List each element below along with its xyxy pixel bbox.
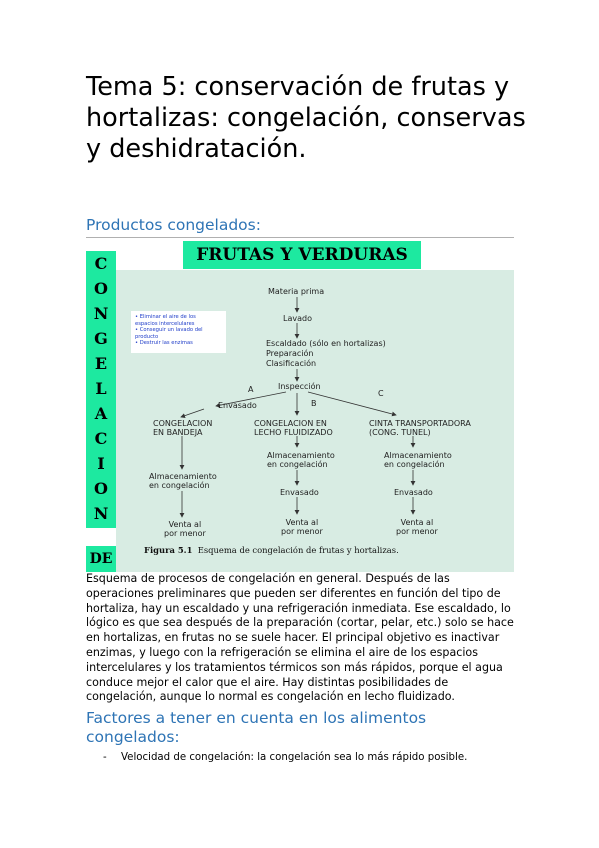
note-line: producto	[135, 333, 159, 340]
node-line: (CONG. TUNEL)	[369, 428, 431, 437]
node-line: Almacenamiento	[384, 451, 452, 460]
node-line: en congelación	[267, 460, 328, 469]
node-envasado-c: Envasado	[394, 488, 433, 497]
bullet-marker: -	[103, 752, 107, 763]
node-congelacion-lecho: CONGELACION EN LECHO FLUIDIZADO	[254, 419, 333, 437]
node-line: en congelación	[384, 460, 445, 469]
node-line: EN BANDEJA	[153, 428, 203, 437]
vertical-letter-band: C O N G E L A C I O N	[86, 251, 116, 528]
branch-label-b: B	[311, 399, 317, 408]
node-materia-prima: Materia prima	[268, 287, 325, 296]
node-line: Venta al	[168, 520, 202, 529]
node-cinta-transportadora: CINTA TRANSPORTADORA (CONG. TUNEL)	[369, 419, 471, 437]
branch-label-a: A	[248, 385, 254, 394]
node-almacenamiento-b: Almacenamiento en congelación	[267, 451, 335, 469]
factors-list: - Velocidad de congelación: la congelació…	[103, 751, 467, 764]
de-label: DE	[86, 546, 116, 572]
node-line: CONGELACION	[153, 419, 213, 428]
node-line: Almacenamiento	[149, 472, 217, 481]
objectives-note: • Eliminar el aire de los espacios inter…	[131, 311, 226, 353]
vertical-letter: G	[94, 329, 108, 348]
node-inspeccion: Inspección	[278, 382, 321, 391]
node-lavado: Lavado	[283, 314, 312, 323]
node-almacenamiento-a: Almacenamiento en congelación	[149, 472, 217, 490]
node-line: LECHO FLUIDIZADO	[254, 428, 333, 437]
node-line: en congelación	[149, 481, 210, 490]
bullet-text: Velocidad de congelación: la congelación…	[121, 752, 468, 763]
vertical-letter: C	[94, 429, 108, 448]
node-escaldado: Escaldado (sólo en hortalizas)	[266, 339, 386, 348]
figure-banner: FRUTAS Y VERDURAS	[183, 241, 421, 269]
node-clasificacion: Clasificación	[266, 359, 317, 368]
node-venta-a: Venta al por menor	[164, 520, 206, 538]
section-heading: Productos congelados:	[86, 216, 261, 234]
note-line: • Eliminar el aire de los	[135, 314, 196, 320]
vertical-letter: O	[94, 279, 108, 298]
vertical-letter: I	[97, 454, 105, 473]
heading-underline	[86, 237, 514, 238]
node-line: por menor	[164, 529, 206, 538]
vertical-letter: O	[94, 479, 108, 498]
node-envasado-b: Envasado	[280, 488, 319, 497]
note-line: • Conseguir un lavado del	[135, 327, 203, 333]
note-line: • Destruir las enzimas	[135, 340, 193, 346]
node-line: CONGELACION EN	[254, 419, 327, 428]
freezing-diagram-figure: FRUTAS Y VERDURAS C O N G E L A C I O N …	[86, 239, 514, 572]
caption-text: Esquema de congelación de frutas y horta…	[197, 545, 399, 555]
list-item: - Velocidad de congelación: la congelació…	[103, 751, 467, 764]
vertical-letter: N	[93, 304, 109, 323]
node-line: Venta al	[285, 518, 319, 527]
body-paragraph: Esquema de procesos de congelación en ge…	[86, 572, 514, 704]
node-envasado-a: Envasado	[218, 401, 257, 410]
node-congelacion-bandeja: CONGELACION EN BANDEJA	[153, 419, 212, 437]
vertical-letter: N	[93, 504, 109, 523]
node-almacenamiento-c: Almacenamiento en congelación	[384, 451, 452, 469]
vertical-letter: A	[94, 404, 108, 423]
page-title: Tema 5: conservación de frutas y hortali…	[86, 72, 526, 164]
vertical-letter: C	[94, 254, 108, 273]
note-line: espacios intercelulares	[135, 320, 195, 327]
node-preparacion: Preparación	[266, 349, 314, 358]
node-line: Venta al	[400, 518, 434, 527]
node-line: CINTA TRANSPORTADORA	[369, 419, 471, 428]
node-line: por menor	[396, 527, 438, 536]
node-venta-c: Venta al por menor	[396, 518, 438, 536]
node-venta-b: Venta al por menor	[281, 518, 323, 536]
subheading: Factores a tener en cuenta en los alimen…	[86, 709, 427, 746]
node-line: por menor	[281, 527, 323, 536]
figure-caption: Figura 5.1 Esquema de congelación de fru…	[144, 545, 399, 555]
caption-label: Figura 5.1	[144, 545, 193, 555]
vertical-letter: L	[95, 379, 107, 398]
branch-label-c: C	[378, 389, 384, 398]
node-line: Almacenamiento	[267, 451, 335, 460]
flow-arrows	[179, 297, 416, 518]
vertical-letter: E	[94, 354, 108, 373]
